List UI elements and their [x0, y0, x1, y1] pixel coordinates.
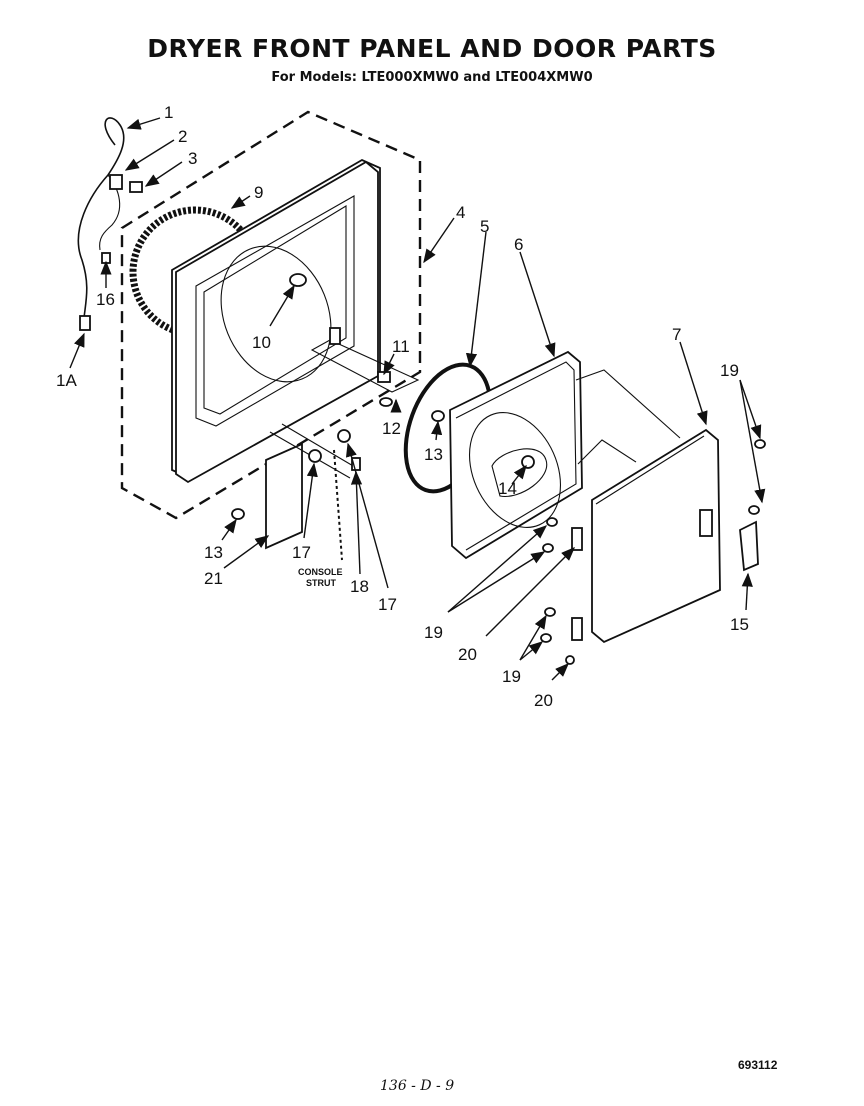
lamp-socket — [289, 273, 307, 287]
label-part-13-left: 13 — [204, 543, 223, 562]
window-reflection — [491, 448, 548, 497]
screw-19-d — [540, 633, 552, 643]
front-panel-inner-window — [203, 205, 347, 415]
screw-19-b — [542, 543, 554, 553]
label-part-15: 15 — [730, 615, 749, 634]
hinge-upper — [571, 527, 583, 551]
callout-arrow-7 — [679, 341, 708, 426]
door-window — [468, 412, 562, 528]
hinge-lower — [571, 617, 583, 641]
door-handle-slot — [699, 509, 713, 537]
drum-opening — [220, 245, 332, 383]
model-subtitle: For Models: LTE000XMW0 and LTE004XMW0 — [271, 70, 593, 85]
label-part-17-right: 17 — [378, 595, 397, 614]
label-part-11: 11 — [392, 337, 410, 356]
label-part-19-right: 19 — [720, 361, 739, 380]
screw-19-a — [546, 517, 558, 527]
door-handle — [739, 520, 759, 572]
callout-arrow-19-lower-a — [519, 614, 547, 661]
screw-13-left — [231, 508, 245, 520]
label-part-13-right: 13 — [424, 445, 443, 464]
callout-arrow-6 — [519, 251, 556, 358]
label-part-20-upper: 20 — [458, 645, 477, 664]
handwritten-note: 136 - D - 9 — [380, 1078, 455, 1094]
callout-arrow-20-lower — [551, 663, 569, 681]
callout-arrow-10 — [269, 284, 295, 327]
label-part-19-lower: 19 — [502, 667, 521, 686]
callout-arrow-14 — [511, 464, 527, 485]
page-title: DRYER FRONT PANEL AND DOOR PARTS — [147, 34, 717, 63]
callout-arrow-17-right — [345, 442, 389, 589]
callout-arrow-2 — [124, 139, 175, 171]
outer-door-edge — [595, 435, 705, 505]
callout-arrow-19-right-b — [739, 379, 766, 504]
front-panel-window — [195, 195, 355, 427]
kickplate — [265, 442, 303, 550]
label-part-5: 5 — [480, 217, 489, 236]
assembly-guide — [575, 369, 681, 465]
label-part-21: 21 — [204, 569, 223, 588]
label-part-4: 4 — [456, 203, 465, 222]
strut-nut — [308, 449, 322, 463]
label-part-19-left: 19 — [424, 623, 443, 642]
callout-arrow-21 — [223, 535, 270, 569]
label-part-20-lower: 20 — [534, 691, 553, 710]
label-part-14: 14 — [498, 479, 517, 498]
callout-arrow-13-right — [431, 420, 443, 441]
label-part-9: 9 — [254, 183, 263, 202]
label-part-18: 18 — [350, 577, 369, 596]
label-part-17-left: 17 — [292, 543, 311, 562]
callout-arrow-3 — [144, 161, 183, 187]
callout-arrow-19-left-b — [447, 551, 546, 613]
outer-door — [591, 428, 721, 644]
label-part-16: 16 — [96, 290, 115, 309]
callout-arrow-20-upper — [485, 547, 575, 637]
label-strut: STRUT — [306, 578, 336, 588]
wire-clip — [101, 252, 111, 264]
inner-door-edge — [455, 361, 577, 551]
inner-door — [449, 350, 583, 560]
callout-arrow-19-lower-b — [519, 641, 544, 661]
screw-20 — [565, 655, 575, 665]
callout-arrow-19-left-a — [447, 525, 548, 613]
label-part-7: 7 — [672, 325, 681, 344]
callout-arrow-11 — [383, 353, 395, 376]
callout-arrow-1a — [69, 332, 85, 369]
callout-arrow-18 — [350, 470, 363, 575]
screw-19-right — [754, 439, 766, 449]
door-catch — [521, 455, 535, 469]
callout-arrow-1 — [126, 117, 161, 130]
callout-arrow-15 — [741, 572, 753, 611]
label-console: CONSOLE — [298, 567, 343, 577]
label-part-12: 12 — [382, 419, 401, 438]
switch — [129, 181, 143, 193]
screw-13-right — [431, 410, 445, 422]
callout-arrow-9 — [230, 195, 251, 209]
label-part-6: 6 — [514, 235, 523, 254]
screw-19-c — [544, 607, 556, 617]
callout-arrow-17-left — [303, 462, 318, 539]
callout-arrow-19-right-a — [739, 379, 762, 440]
strut-nut-2 — [337, 429, 351, 443]
label-part-1a: 1A — [56, 371, 77, 390]
switch-bracket — [109, 174, 123, 190]
strut-screw — [351, 457, 361, 471]
label-part-1: 1 — [164, 103, 173, 122]
wire-connector — [79, 315, 91, 331]
screw-12 — [379, 397, 393, 407]
callout-arrow-13-left — [221, 518, 237, 541]
cabinet-outline — [120, 110, 422, 520]
label-part-3: 3 — [188, 149, 197, 168]
callout-arrow-5 — [465, 231, 487, 368]
handle-screw — [748, 505, 760, 515]
callout-arrow-4 — [423, 217, 455, 264]
door-switch-plate — [329, 327, 341, 345]
document-number: 693112 — [738, 1058, 778, 1072]
label-part-10: 10 — [252, 333, 271, 352]
label-part-2: 2 — [178, 127, 187, 146]
console-strut — [333, 449, 343, 561]
